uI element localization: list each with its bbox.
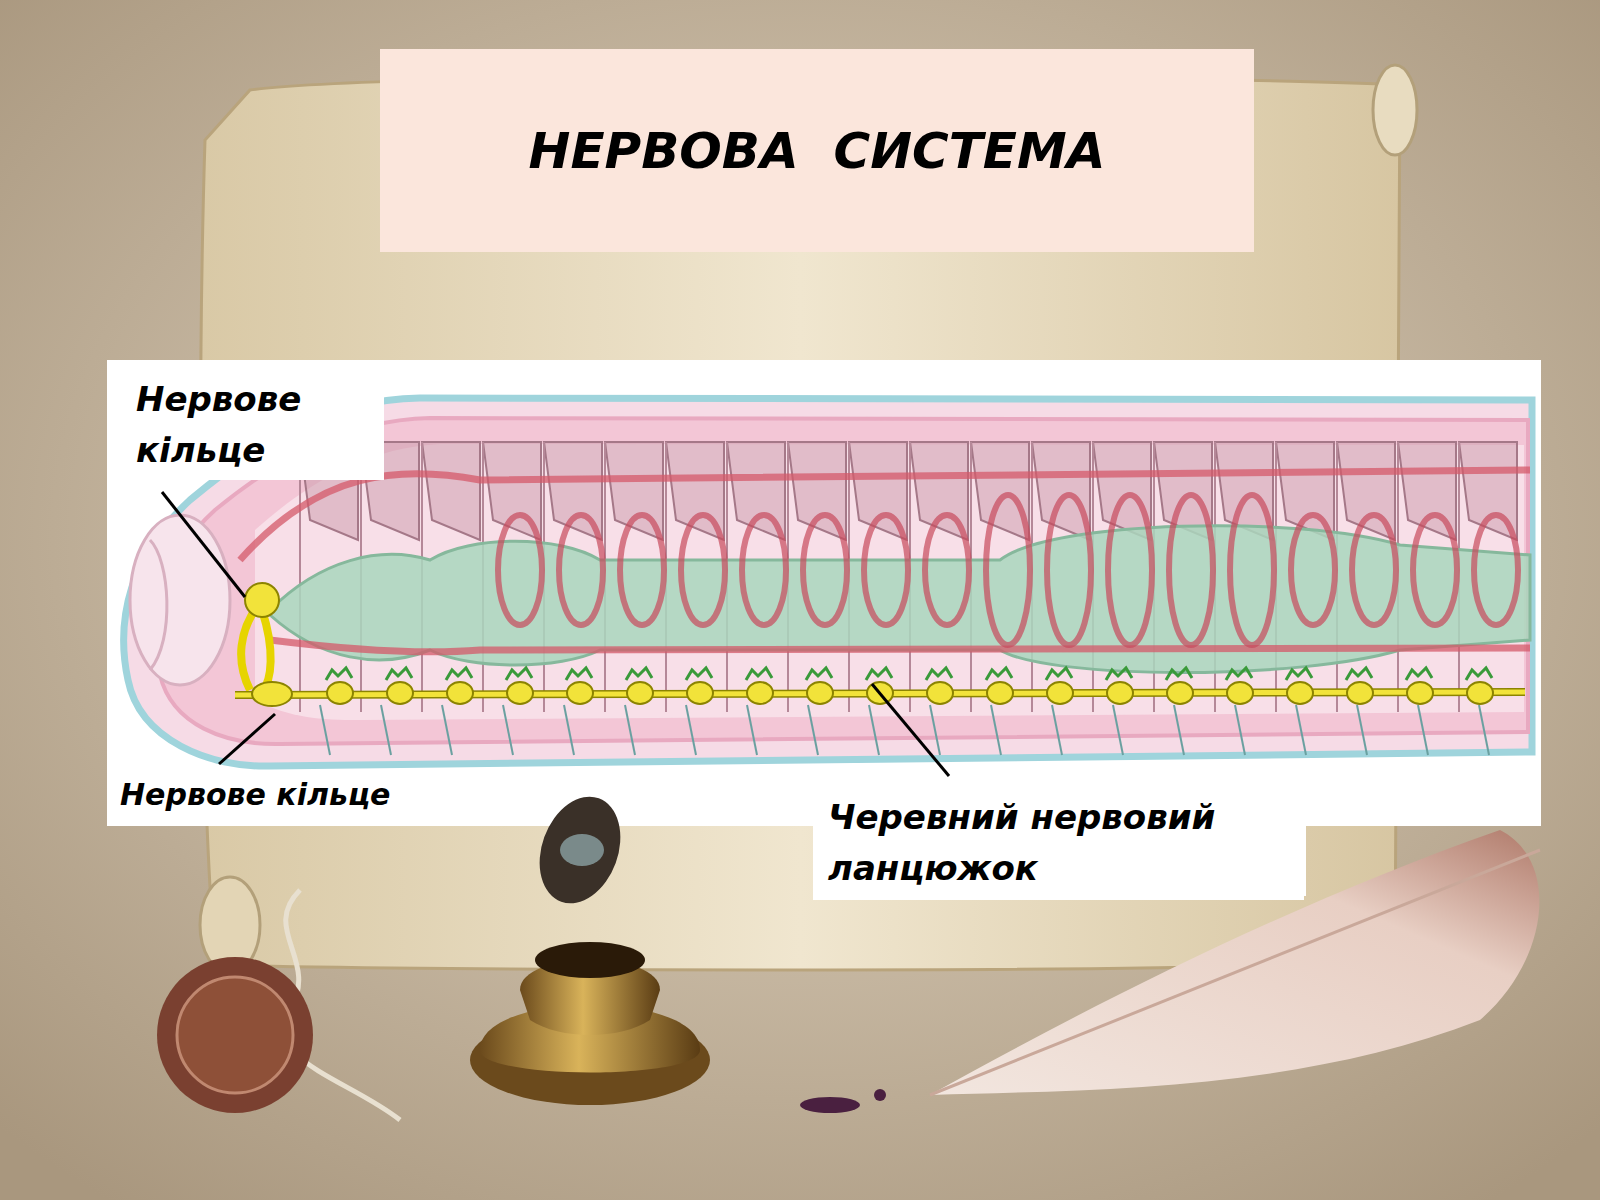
nerve-branch [1052, 705, 1062, 755]
nerve-ganglion [987, 682, 1013, 704]
nerve-branch [320, 705, 330, 755]
nerve-ring [245, 583, 279, 617]
ring-vessel [1230, 495, 1274, 645]
part-label: Нервове кільце [128, 370, 384, 480]
nerve-branch [806, 668, 832, 680]
nerve-ganglion [1167, 682, 1193, 704]
nerve-branch [1296, 705, 1306, 755]
nerve-ganglion [1407, 682, 1433, 704]
nerve-branch [326, 668, 352, 680]
nerve-branch [503, 705, 513, 755]
nerve-branch [1479, 705, 1489, 755]
nerve-ganglion [447, 682, 473, 704]
leader-line [872, 684, 949, 776]
nerve-branch [991, 705, 1001, 755]
ring-vessel [1413, 515, 1457, 625]
nerve-branch [566, 668, 592, 680]
nerve-branch [506, 668, 532, 680]
ring-vessel [1047, 495, 1091, 645]
nerve-ganglion [1107, 682, 1133, 704]
nerve-branch [625, 705, 635, 755]
ring-vessel [1352, 515, 1396, 625]
nerve-branch [1174, 705, 1184, 755]
nerve-branch [686, 668, 712, 680]
nerve-ganglion [747, 682, 773, 704]
nerve-branch [1235, 705, 1245, 755]
ring-vessel [681, 515, 725, 625]
nerve-branch [866, 668, 892, 680]
nerve-branch [1286, 668, 1312, 680]
nerve-ganglion [327, 682, 353, 704]
nerve-branch [1113, 705, 1123, 755]
nerve-branch [1106, 668, 1132, 680]
ring-vessel [742, 515, 786, 625]
title-box: НЕРВОВА СИСТЕМА [380, 49, 1254, 252]
nerve-branch [930, 705, 940, 755]
nerve-branch [1346, 668, 1372, 680]
nerve-branch [986, 668, 1012, 680]
nerve-ganglion [567, 682, 593, 704]
ring-vessel [1474, 515, 1518, 625]
nerve-ganglion [807, 682, 833, 704]
nerve-branch [1357, 705, 1367, 755]
nerve-branch [808, 705, 818, 755]
nerve-branch [686, 705, 696, 755]
nerve-branch [564, 705, 574, 755]
nerve-branch [869, 705, 879, 755]
wax-seal [157, 890, 400, 1120]
ring-vessel [986, 495, 1030, 645]
subpharyngeal-ganglion [252, 682, 292, 706]
nerve-branch [626, 668, 652, 680]
part-label: Черевний нервовий ланцюжок [820, 790, 1306, 896]
nerve-branch [381, 705, 391, 755]
nerve-branch [1226, 668, 1252, 680]
nerve-ganglion [1467, 682, 1493, 704]
nerve-branch [1466, 668, 1492, 680]
nerve-branch [386, 668, 412, 680]
body-segment [1093, 442, 1151, 540]
ring-vessel [559, 515, 603, 625]
ventral-vessel [270, 640, 1530, 652]
slide-title: НЕРВОВА СИСТЕМА [529, 122, 1106, 180]
ring-vessel [1169, 495, 1213, 645]
ring-vessel [620, 515, 664, 625]
body-segment [1032, 442, 1090, 540]
nerve-ganglion [687, 682, 713, 704]
nerve-branch [446, 668, 472, 680]
nerve-ganglion [1227, 682, 1253, 704]
body-segment [422, 442, 480, 540]
nerve-ganglion [387, 682, 413, 704]
nerve-ganglion [507, 682, 533, 704]
nerve-ganglion [627, 682, 653, 704]
illustration-panel [107, 360, 1541, 826]
nerve-ganglion [1347, 682, 1373, 704]
ring-vessel [803, 515, 847, 625]
ring-vessel [1108, 495, 1152, 645]
inkwell [470, 785, 710, 1105]
nerve-connective [262, 610, 271, 692]
nerve-connective [241, 605, 258, 690]
nerve-branch [1418, 705, 1428, 755]
nerve-ganglion [927, 682, 953, 704]
part-label: Нервове кільце [112, 773, 428, 816]
nerve-branch [926, 668, 952, 680]
nerve-branch [1166, 668, 1192, 680]
leader-line [219, 714, 275, 764]
nerve-branch [746, 668, 772, 680]
nerve-branch [442, 705, 452, 755]
ring-vessel [925, 515, 969, 625]
nerve-branch [1046, 668, 1072, 680]
nerve-ganglion [1047, 682, 1073, 704]
segment-septum [299, 442, 301, 712]
nerve-branch [1406, 668, 1432, 680]
ring-vessel [498, 515, 542, 625]
nerve-ganglion [1287, 682, 1313, 704]
ring-vessel [1291, 515, 1335, 625]
leader-line [162, 492, 245, 597]
body-segment [971, 442, 1029, 540]
scroll-roll [1373, 65, 1417, 155]
nerve-branch [747, 705, 757, 755]
ring-vessel [864, 515, 908, 625]
